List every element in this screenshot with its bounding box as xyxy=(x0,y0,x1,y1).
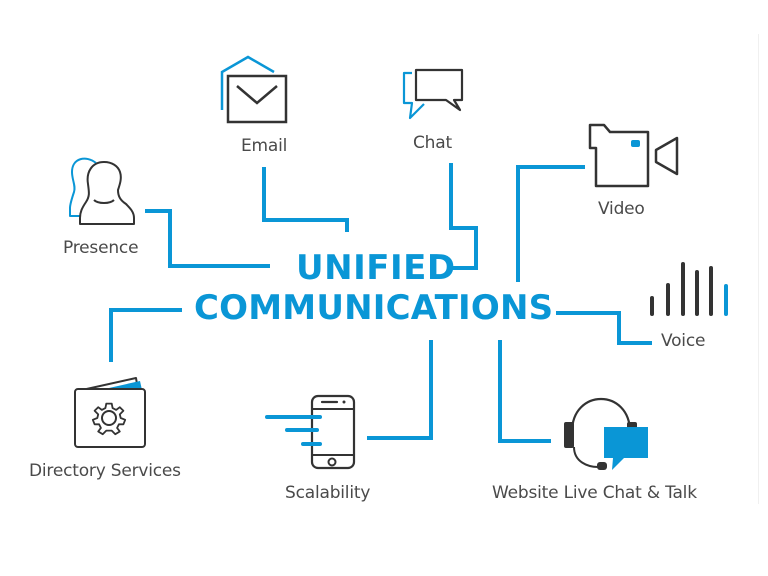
label-chat: Chat xyxy=(413,133,452,153)
connector-email xyxy=(262,167,349,232)
title-line-2: COMMUNICATIONS xyxy=(194,288,554,328)
envelope-icon xyxy=(220,55,288,124)
connector-directory xyxy=(109,308,182,362)
connector-scalability xyxy=(367,340,433,440)
connector-video xyxy=(516,165,585,282)
title-line-1: UNIFIED xyxy=(296,248,456,288)
label-website-live-chat: Website Live Chat & Talk xyxy=(492,483,697,503)
folder-gear-icon xyxy=(74,377,146,448)
connector-presence xyxy=(145,209,270,268)
label-email: Email xyxy=(241,136,288,156)
label-presence: Presence xyxy=(63,238,139,258)
mobile-phone-speed-icon xyxy=(265,394,356,470)
label-voice: Voice xyxy=(661,331,706,351)
label-video: Video xyxy=(598,199,645,219)
connector-voice xyxy=(556,311,652,345)
connector-website xyxy=(498,340,551,443)
label-directory-services: Directory Services xyxy=(29,461,181,481)
two-person-silhouette-icon xyxy=(69,157,135,225)
label-scalability: Scalability xyxy=(285,483,371,503)
headset-chat-icon xyxy=(564,398,648,470)
video-camera-icon xyxy=(588,123,679,188)
right-border-line xyxy=(758,34,759,504)
connectors xyxy=(109,163,652,443)
sound-bars-icon xyxy=(650,262,728,316)
connector-chat xyxy=(449,163,478,270)
speech-bubbles-icon xyxy=(402,68,464,120)
speed-lines xyxy=(265,415,322,446)
